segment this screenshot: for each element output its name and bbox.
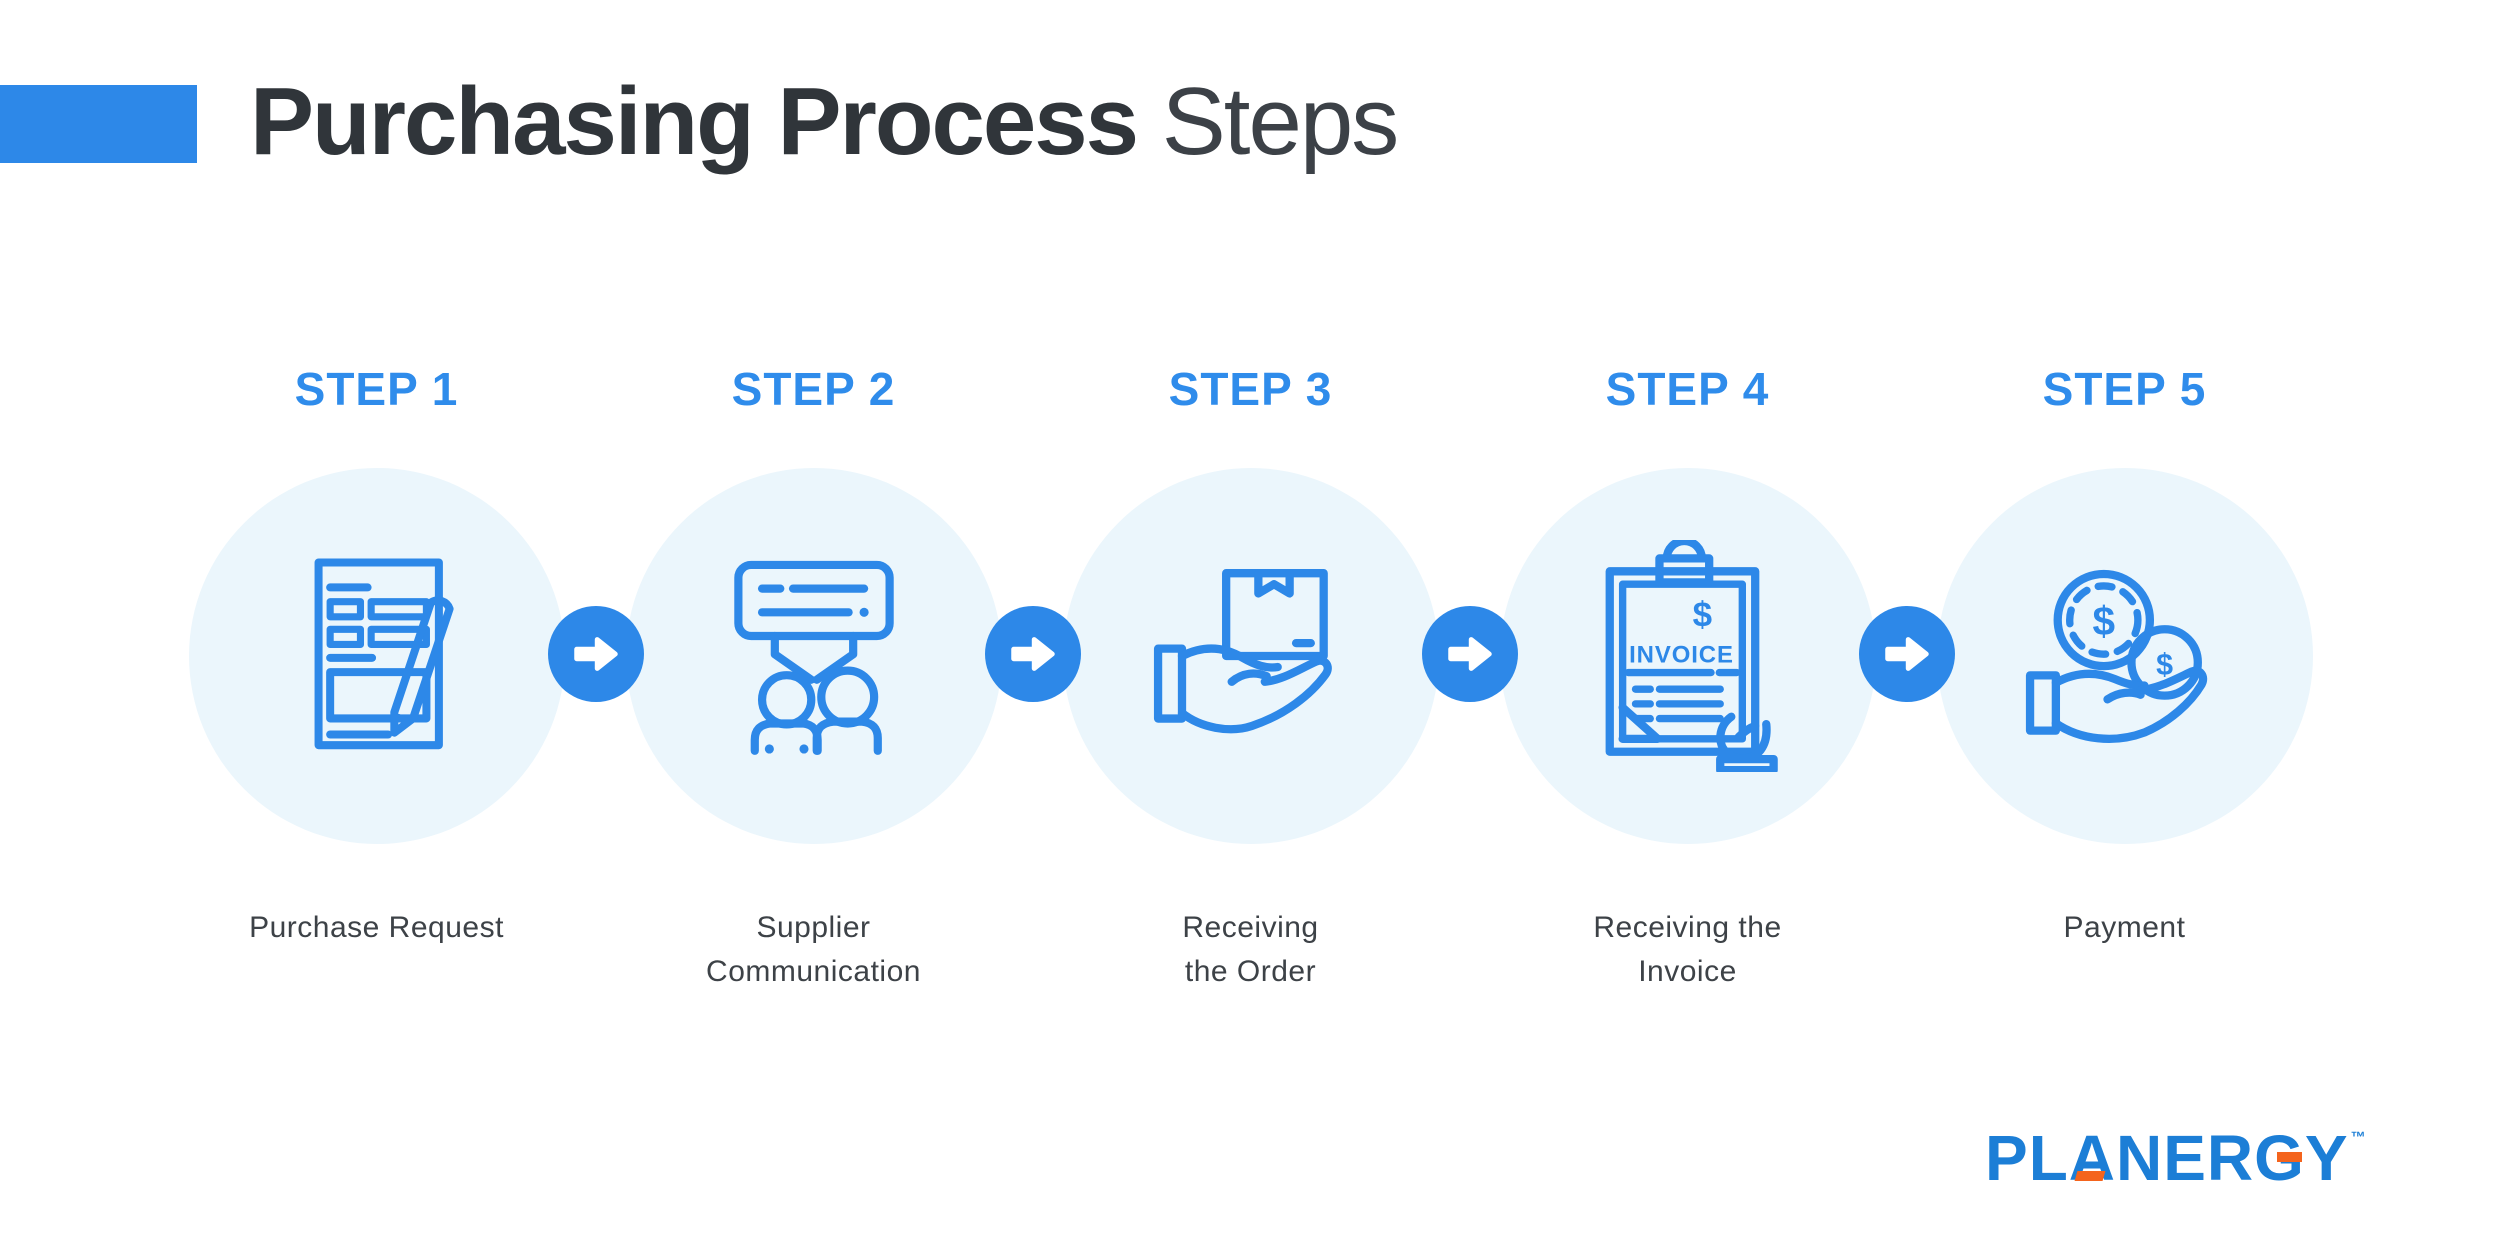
page-title-bold: Purchasing Process	[250, 68, 1139, 175]
page-title-light: Steps	[1161, 68, 1399, 175]
step-caption: Purchase Request	[249, 911, 504, 944]
step-icon-circle: $ INVOICE	[1499, 468, 1876, 844]
step-column-2: STEP 2 Supplier Com	[595, 366, 1032, 994]
step-icon-circle	[625, 468, 1002, 844]
logo-letter: L	[2028, 1122, 2069, 1194]
arrow-right-icon	[1885, 637, 1929, 671]
step-caption: Receiving the Order	[1182, 911, 1319, 988]
arrow-right-icon	[1448, 637, 1492, 671]
logo-letter: Y	[2304, 1122, 2349, 1194]
step-icon-circle	[1062, 468, 1439, 844]
purchase-request-document-icon	[314, 557, 454, 749]
logo-letter: P	[1985, 1122, 2029, 1194]
logo-letter-g-orange-accent: G	[2254, 1122, 2305, 1194]
step-heading: STEP 1	[294, 363, 459, 415]
title-accent-bar	[0, 85, 197, 163]
step-caption: Receiving the Invoice	[1593, 911, 1782, 988]
step-icon-circle	[188, 468, 565, 844]
planergy-logo: P L A N E R G Y ™	[1985, 1126, 2366, 1190]
coin-dollar-sign-small: $	[2156, 647, 2173, 681]
steps-row: STEP 1 Purchase Request	[158, 366, 2343, 994]
invoice-label-text: INVOICE	[1629, 641, 1734, 668]
flow-arrow	[985, 606, 1081, 702]
receive-invoice-clipboard-icon: $ INVOICE	[1605, 540, 1778, 772]
flow-arrow	[1422, 606, 1518, 702]
logo-letter-a-orange-accent: A	[2068, 1122, 2116, 1194]
step-caption: Supplier Communication	[706, 911, 921, 988]
step-heading: STEP 3	[1168, 363, 1333, 415]
logo-letter: N	[2116, 1122, 2164, 1194]
arrow-right-icon	[1011, 637, 1055, 671]
receive-order-hand-box-icon	[1153, 569, 1332, 734]
step-heading: STEP 2	[731, 363, 896, 415]
step-icon-circle: $ $	[1936, 468, 2313, 844]
arrow-right-icon	[574, 637, 618, 671]
page-title: Purchasing Process Steps	[250, 60, 1399, 185]
step-caption: Payment	[2063, 911, 2186, 944]
step-column-1: STEP 1 Purchase Request	[158, 366, 595, 994]
logo-letter: R	[2206, 1122, 2255, 1194]
logo-trademark: ™	[2350, 1129, 2366, 1146]
flow-arrow	[1859, 606, 1955, 702]
coin-dollar-sign-large: $	[2092, 598, 2115, 644]
supplier-communication-chat-icon	[733, 560, 894, 755]
step-column-5: STEP 5 $ $ Payment	[1906, 366, 2343, 994]
payment-hand-coins-icon: $ $	[2025, 569, 2207, 743]
logo-letter: E	[2163, 1122, 2207, 1194]
step-heading: STEP 4	[1605, 363, 1770, 415]
flow-arrow	[548, 606, 644, 702]
step-column-3: STEP 3 Receiving the Order	[1032, 366, 1469, 994]
step-column-4: STEP 4 $ INVOICE	[1469, 366, 1906, 994]
invoice-dollar-sign: $	[1692, 596, 1711, 635]
step-heading: STEP 5	[2042, 363, 2207, 415]
